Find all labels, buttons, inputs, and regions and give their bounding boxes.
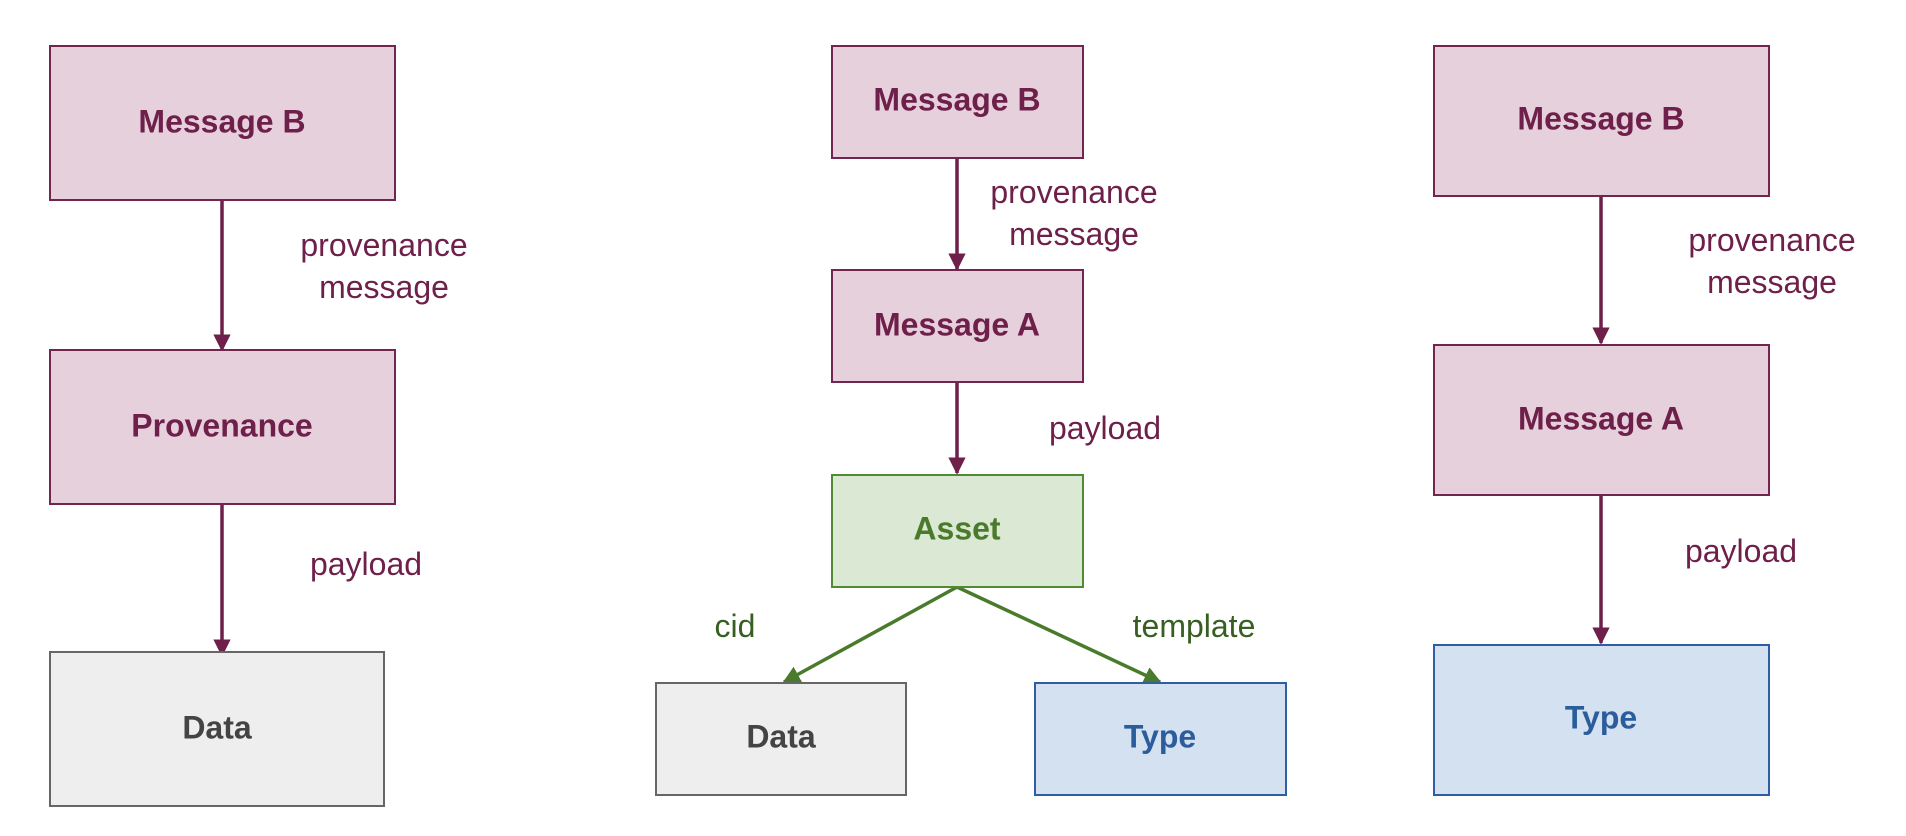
node-data[interactable]: Data <box>655 682 907 796</box>
node-message-b[interactable]: Message B <box>831 45 1084 159</box>
edge-asset-data <box>782 585 958 684</box>
node-message-a[interactable]: Message A <box>831 269 1084 383</box>
node-type[interactable]: Type <box>1433 644 1770 796</box>
edge-label-provenance-message-line1: provenance <box>990 174 1157 210</box>
edge-label-provenance-message-line1: provenance <box>1688 222 1855 258</box>
node-message-b-label: Message B <box>138 103 305 139</box>
edge-label-payload: payload <box>310 546 422 582</box>
node-message-a-label: Message A <box>874 306 1040 342</box>
node-provenance[interactable]: Provenance <box>49 349 396 505</box>
node-data-label: Data <box>182 709 252 745</box>
node-type-label: Type <box>1565 699 1637 735</box>
edge-label-cid: cid <box>715 608 756 644</box>
node-data-label: Data <box>746 718 816 754</box>
edge-label-provenance-message-line2: message <box>1707 264 1837 300</box>
node-asset[interactable]: Asset <box>831 474 1084 588</box>
node-asset-label: Asset <box>913 510 1001 546</box>
diagram-2: Message B Message A Asset Data Type prov… <box>655 45 1287 796</box>
edge-label-payload: payload <box>1685 533 1797 569</box>
edge-label-template: template <box>1133 608 1256 644</box>
node-message-b-label: Message B <box>1517 100 1684 136</box>
node-data[interactable]: Data <box>49 651 385 807</box>
diagram-3: Message B Message A Type provenance mess… <box>1433 45 1856 796</box>
node-message-b[interactable]: Message B <box>49 45 396 201</box>
edge-label-payload: payload <box>1049 410 1161 446</box>
edge-label-provenance-message-line2: message <box>319 269 449 305</box>
edge-asset-type <box>956 585 1162 684</box>
node-type[interactable]: Type <box>1034 682 1287 796</box>
node-message-a-label: Message A <box>1518 400 1684 436</box>
diagram-1: Message B Provenance Data provenance mes… <box>49 45 468 807</box>
node-provenance-label: Provenance <box>131 407 312 443</box>
node-message-a[interactable]: Message A <box>1433 344 1770 496</box>
edge-label-provenance-message-line2: message <box>1009 216 1139 252</box>
node-message-b[interactable]: Message B <box>1433 45 1770 197</box>
node-message-b-label: Message B <box>873 81 1040 117</box>
node-type-label: Type <box>1124 718 1196 754</box>
edge-label-provenance-message-line1: provenance <box>300 227 467 263</box>
